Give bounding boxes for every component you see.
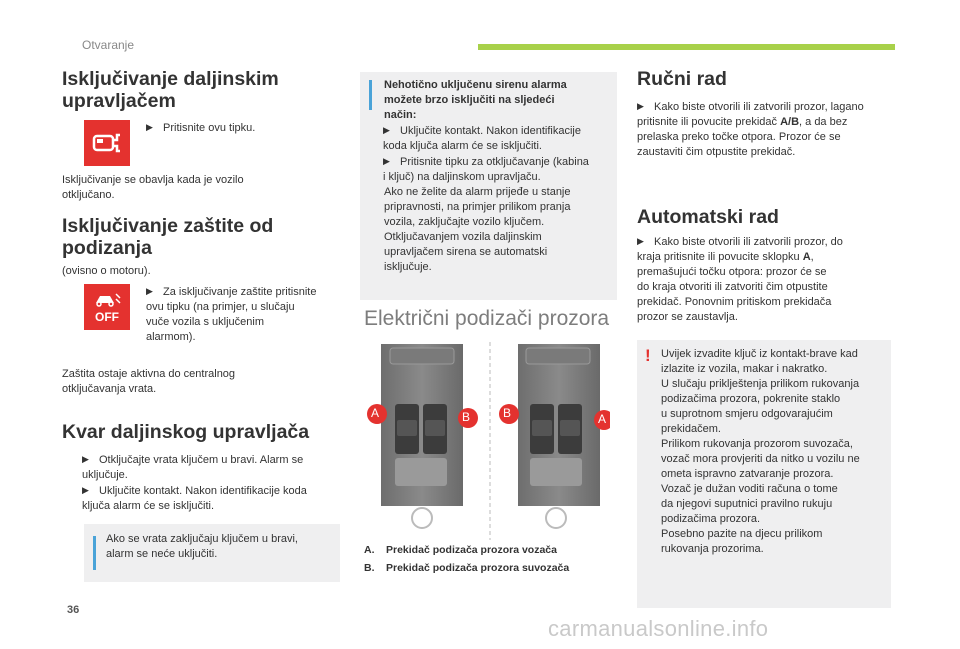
info-bar — [93, 536, 96, 570]
car-remote-icon — [84, 120, 130, 166]
warning-line: podizačima prozora, pokrenite staklo — [661, 393, 841, 405]
info-note-key-lock: i Ako se vrata zaključaju ključem u brav… — [84, 524, 340, 582]
text-deactivation-unlocked: Isključivanje se obavlja kada je vozilo … — [62, 174, 244, 201]
text-engine-dependent: (ovisno o motoru). — [62, 265, 151, 277]
warning-line: Prilikom rukovanja prozorom suvozača, — [661, 438, 853, 450]
warning-icon: ! — [645, 346, 651, 365]
info-note-siren: i Nehotično uključenu sirenu alarma može… — [360, 72, 617, 300]
caption-a: A.Prekidač podizača prozora vozača — [364, 544, 557, 556]
page-number: 36 — [67, 604, 80, 616]
info-bar — [369, 80, 372, 110]
warning-line: prekidačem. — [661, 423, 721, 435]
label-a-right: A — [598, 412, 607, 426]
header-accent-bar — [478, 44, 895, 50]
label-b-left: B — [462, 410, 471, 424]
warning-line: rukovanja prozorima. — [661, 543, 764, 555]
section-label: Otvaranje — [82, 38, 135, 52]
warning-line: podizačima prozora. — [661, 513, 761, 525]
info-icon: i — [92, 545, 97, 562]
label-b-right: B — [503, 406, 512, 420]
heading-remote-fault: Kvar daljinskog upravljača — [62, 421, 310, 443]
section-title-power-windows: Električni podizači prozora — [364, 307, 610, 330]
heading-manual-operation: Ručni rad — [637, 68, 727, 90]
pointer-bullet-icon: ▶ — [383, 125, 390, 135]
warning-line: Vozač je dužan voditi računa o tome — [661, 483, 838, 495]
label-a-left: A — [371, 406, 380, 420]
pointer-bullet-icon: ▶ — [146, 122, 153, 132]
heading-tilt-protection: Isključivanje zaštite od podizanja — [62, 215, 274, 259]
bullet-manual: ▶Kako biste otvorili ili zatvorili prozo… — [637, 101, 864, 158]
warning-line: Uvijek izvadite ključ iz kontakt-brave k… — [661, 348, 858, 360]
pointer-bullet-icon: ▶ — [146, 286, 153, 296]
warning-line: U slučaju priklještenja prilikom rukovan… — [661, 378, 860, 390]
info-icon: i — [368, 81, 373, 98]
warning-text: Uvijek izvadite ključ iz kontakt-brave k… — [661, 347, 860, 557]
warning-line: u suprotnom smjeru odgovarajućim — [661, 408, 833, 420]
watermark: carmanualsonline.info — [548, 616, 769, 641]
alarm-off-icon: OFF — [84, 284, 130, 330]
warning-line: vozač mora provjeriti da nitko u vozilu … — [661, 453, 860, 465]
window-switch-illustration: A B B A — [366, 342, 614, 540]
bullet-unlock-key: ▶Otključajte vrata ključem u bravi. Alar… — [82, 454, 304, 481]
pointer-bullet-icon: ▶ — [383, 156, 390, 166]
heading-automatic-operation: Automatski rad — [637, 206, 779, 228]
bullet-automatic: ▶Kako biste otvorili ili zatvorili prozo… — [637, 236, 843, 323]
warning-line: da njegovi suputnici pravilno rukuju — [661, 498, 833, 510]
pointer-bullet-icon: ▶ — [637, 101, 644, 111]
text-protection-active: Zaštita ostaje aktivna do centralnog otk… — [62, 368, 236, 395]
warning-note-windows: ! Uvijek izvadite ključ iz kontakt-brave… — [637, 340, 891, 608]
pointer-bullet-icon: ▶ — [82, 485, 89, 495]
bullet-ignition-on: ▶Uključite kontakt. Nakon identifikacije… — [82, 485, 307, 512]
bullet-deactivate-tilt: ▶Za isključivanje zaštite pritisnite ovu… — [146, 286, 317, 343]
warning-line: ometa ispravno zatvaranje prozora. — [661, 468, 834, 480]
pointer-bullet-icon: ▶ — [637, 236, 644, 246]
pointer-bullet-icon: ▶ — [82, 454, 89, 464]
heading-remote-deactivation: Isključivanje daljinskim upravljačem — [62, 68, 279, 112]
warning-line: Posebno pazite na djecu prilikom — [661, 528, 823, 540]
warning-line: izlazite iz vozila, makar i nakratko. — [661, 363, 828, 375]
bullet-press-button: ▶Pritisnite ovu tipku. — [146, 122, 256, 134]
caption-b: B.Prekidač podizača prozora suvozača — [364, 562, 570, 574]
